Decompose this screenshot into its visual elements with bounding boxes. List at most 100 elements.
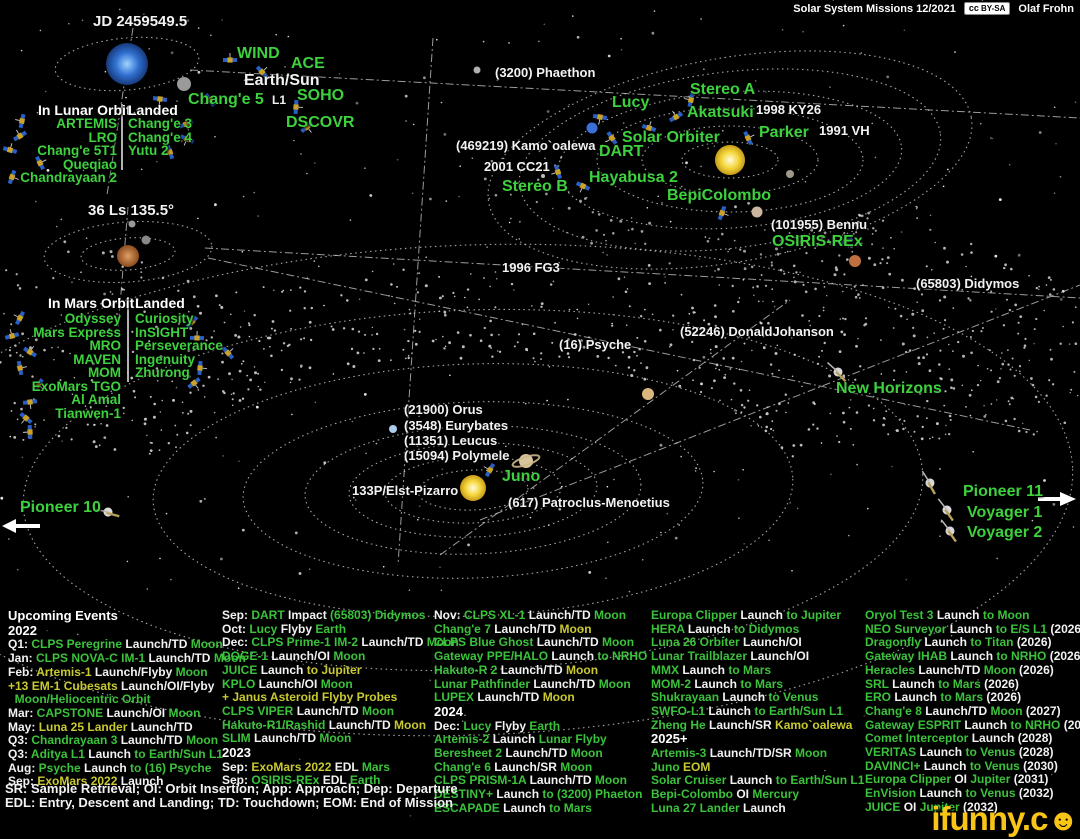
map-label: (21900) Orus	[404, 402, 483, 417]
event-line: JUICE OI Jupiter (2032)	[865, 799, 998, 814]
event-line: 2025+	[651, 731, 688, 747]
event-line: SWFO-L1 Launch to Earth/Sun L1	[651, 703, 844, 718]
probe-icon	[934, 519, 963, 544]
mission-list-item: LRO	[88, 129, 118, 145]
map-label: Parker	[759, 124, 809, 141]
map-label: (52246) DonaldJohanson	[680, 324, 834, 339]
map-label: 1996 FG3	[502, 260, 560, 275]
map-label: (11351) Leucus	[404, 433, 498, 448]
event-line: SRL Launch to Mars (2026)	[865, 676, 1019, 691]
event-line: Europa Clipper Launch to Jupiter	[651, 608, 842, 622]
mars-main	[849, 255, 861, 267]
map-label: New Horizons	[836, 380, 942, 397]
event-line: Solar Cruiser Launch to Earth/Sun L1	[651, 773, 865, 788]
moon-inset	[177, 77, 191, 91]
cc21-dot	[541, 174, 545, 178]
mars-inset	[117, 245, 139, 267]
abbreviation-legend: SR: Sample Retrieval; OI: Orbit Insertio…	[5, 781, 458, 796]
orbit-ellipse	[518, 68, 942, 252]
mission-list-item: Yutu 2	[128, 143, 169, 158]
map-label: (65803) Didymos	[916, 276, 1020, 291]
mission-list-item: Curiosity	[135, 311, 194, 326]
map-label: Stereo A	[690, 81, 756, 98]
mission-list-item: Chang'e 3	[128, 116, 192, 131]
event-line: Oryol Test 3 Launch to Moon	[865, 608, 1030, 622]
connector-line	[204, 247, 1080, 299]
event-line: Zheng He Launch/SR Kamo`oalewa	[651, 717, 853, 732]
mission-list-item: ARTEMIS	[56, 116, 117, 131]
event-line: 2024	[434, 703, 463, 719]
connector-line	[117, 206, 129, 331]
orbit-ellipse	[80, 237, 176, 271]
event-line: Q3: Chandrayaan 3 Launch/TD Moon	[8, 733, 219, 748]
mission-list-item: Tianwen-1	[55, 405, 121, 421]
event-line: Comet Interceptor Launch (2028)	[865, 731, 1053, 746]
spacecraft-icon	[665, 106, 684, 124]
event-line: DOGE-1 Launch/OI Moon	[222, 649, 366, 664]
event-line: 2022	[8, 622, 37, 638]
mission-list-item: Mars Express	[33, 324, 121, 340]
event-line: 2023	[222, 745, 251, 761]
orbit-ellipse	[152, 363, 794, 617]
mission-list-item: Ingenuity	[135, 351, 195, 367]
phobos	[141, 235, 151, 245]
pioneer10-arrow	[2, 519, 40, 533]
ifunny-watermark: ifunny.c☻	[931, 800, 1079, 838]
connector-line	[479, 284, 1080, 521]
orbit-ellipse	[487, 50, 973, 270]
event-line: Chang'e 8 Launch/TD Moon (2027)	[865, 703, 1061, 718]
mission-list-item: Perseverance	[135, 338, 223, 353]
mission-list-item: Chang'e 4	[128, 129, 192, 145]
deimos	[128, 220, 136, 228]
mission-list-item: Zhurong	[135, 365, 190, 380]
mission-list-item: MOM	[88, 365, 121, 380]
event-line: EnVision Launch to Venus (2032)	[865, 786, 1054, 801]
mission-list-item: Chang'e 5T1	[37, 143, 117, 158]
map-label: (469219) Kamo`oalewa	[456, 138, 596, 153]
connector-line	[189, 69, 1080, 119]
orbit-ellipse	[641, 125, 819, 195]
spacecraft-icon	[220, 342, 239, 361]
earth-inset	[106, 43, 148, 85]
license-label: BY-SA	[980, 4, 1006, 13]
mission-list-item: Odyssey	[64, 311, 121, 326]
event-line: Upcoming Events	[8, 608, 118, 623]
event-line: SLIM Launch/TD Moon	[222, 731, 352, 746]
spacecraft-icon	[716, 205, 732, 223]
map-label: DART	[599, 143, 644, 160]
event-line: Sep: DART Impact (65803) Didymos	[222, 608, 426, 622]
mars-landed-title: Landed	[135, 295, 185, 311]
spacecraft-icon	[222, 52, 238, 64]
orbit-ellipse	[0, 243, 1074, 737]
event-line: + Janus Asteroid Flyby Probes	[222, 690, 398, 705]
map-label: DSCOVR	[286, 114, 355, 131]
event-line: Q3: Aditya L1 Launch to Earth/Sun L1	[8, 747, 223, 762]
event-line: Shukrayaan Launch to Venus	[651, 690, 819, 705]
pioneer11-arrow	[1038, 492, 1076, 506]
mission-list-item: ExoMars TGO	[31, 378, 121, 394]
orus-dot	[389, 425, 397, 433]
event-line: NEO Surveyor Launch to E/S L1 (2026)	[865, 621, 1080, 636]
mission-list-item: MRO	[89, 338, 122, 353]
spacecraft-icon	[573, 180, 591, 196]
event-line: Jan: CLPS NOVA-C IM-1 Launch/TD Moon	[8, 651, 246, 666]
venus	[751, 206, 763, 218]
map-label: 1998 KY26	[756, 102, 822, 117]
event-line: Sep: ExoMars 2022 EDL Mars	[222, 759, 390, 774]
map-label: Stereo B	[502, 178, 568, 195]
connector-line	[207, 257, 1031, 431]
mission-list-item: Chandrayaan 2	[20, 170, 117, 185]
map-label: Hayabusa 2	[589, 169, 678, 186]
map-label: 133P/Elst-Pizarro	[352, 483, 459, 498]
map-label: Solar Orbiter	[622, 129, 720, 146]
event-line: KPLO Launch/OI Moon	[222, 676, 353, 691]
lunar-orbit-title: In Lunar Orbit	[38, 102, 131, 118]
spacecraft-icon	[22, 424, 34, 440]
